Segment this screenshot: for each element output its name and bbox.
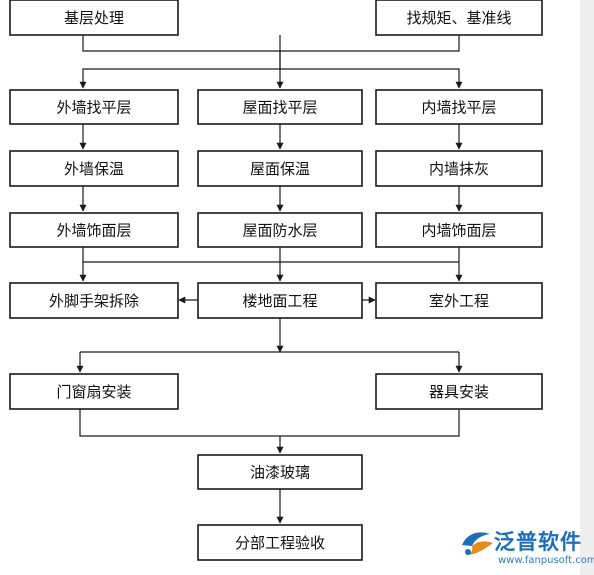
node-menchuang: 门窗扇安装 bbox=[9, 373, 179, 410]
node-box bbox=[197, 454, 363, 490]
node-label: 外脚手架拆除 bbox=[49, 292, 139, 310]
node-box bbox=[9, 373, 179, 410]
node-waiqiang-shimian: 外墙饰面层 bbox=[9, 212, 179, 248]
node-box bbox=[375, 89, 543, 125]
node-box bbox=[197, 89, 363, 125]
node-wumian-fangshui: 屋面防水层 bbox=[197, 212, 363, 248]
node-box bbox=[9, 212, 179, 248]
node-label: 分部工程验收 bbox=[235, 534, 325, 552]
node-neiqiang-mohui: 内墙抹灰 bbox=[375, 150, 543, 187]
fanpu-logo-icon bbox=[462, 532, 493, 555]
node-box bbox=[375, 150, 543, 187]
node-box bbox=[9, 282, 179, 319]
node-zhaogui: 找规矩、基准线 bbox=[375, 0, 543, 36]
node-label: 内墙抹灰 bbox=[429, 160, 489, 178]
node-label: 基层处理 bbox=[64, 9, 124, 27]
node-box bbox=[375, 212, 543, 248]
node-label: 外墙找平层 bbox=[56, 99, 131, 117]
node-label: 外墙饰面层 bbox=[56, 222, 131, 240]
node-qiju: 器具安装 bbox=[375, 373, 543, 410]
node-neiqiang-zhaoping: 内墙找平层 bbox=[375, 89, 543, 125]
node-box bbox=[9, 89, 179, 125]
connector-lines bbox=[76, 35, 470, 524]
node-shiwai: 室外工程 bbox=[375, 282, 543, 319]
node-youqi: 油漆玻璃 bbox=[197, 454, 363, 490]
node-wumian-baowen: 屋面保温 bbox=[197, 150, 363, 187]
scrollbar-track bbox=[580, 0, 594, 575]
watermark-url: www.fanpusoft.com bbox=[498, 555, 594, 566]
node-label: 楼地面工程 bbox=[242, 292, 317, 310]
node-wumian-zhaoping: 屋面找平层 bbox=[197, 89, 363, 125]
node-box bbox=[197, 150, 363, 187]
node-label: 器具安装 bbox=[429, 383, 489, 401]
node-jiceng: 基层处理 bbox=[9, 0, 179, 36]
node-box bbox=[375, 0, 543, 36]
node-label: 屋面防水层 bbox=[242, 222, 317, 240]
node-label: 找规矩、基准线 bbox=[406, 9, 511, 27]
node-box bbox=[197, 524, 363, 561]
watermark: 泛普软件 www.fanpusoft.com bbox=[458, 526, 594, 572]
node-waiqiang-baowen: 外墙保温 bbox=[9, 150, 179, 187]
node-label: 内墙找平层 bbox=[421, 99, 496, 117]
node-box bbox=[9, 0, 179, 36]
node-label: 油漆玻璃 bbox=[250, 464, 310, 482]
node-yanshou: 分部工程验收 bbox=[197, 524, 363, 561]
node-label: 内墙饰面层 bbox=[421, 222, 496, 240]
node-label: 屋面保温 bbox=[250, 160, 310, 178]
watermark-brand: 泛普软件 bbox=[494, 530, 582, 554]
node-waiqiang-zhaoping: 外墙找平层 bbox=[9, 89, 179, 125]
node-label: 屋面找平层 bbox=[242, 99, 317, 117]
node-neiqiang-shimian: 内墙饰面层 bbox=[375, 212, 543, 248]
node-box bbox=[197, 212, 363, 248]
node-label: 外墙保温 bbox=[64, 160, 124, 178]
node-box bbox=[375, 282, 543, 319]
node-label: 室外工程 bbox=[429, 292, 489, 310]
node-label: 门窗扇安装 bbox=[56, 383, 131, 401]
node-box bbox=[9, 150, 179, 187]
node-box bbox=[197, 282, 363, 319]
node-box bbox=[375, 373, 543, 410]
node-waijiaoshoujia: 外脚手架拆除 bbox=[9, 282, 179, 319]
node-loudimian: 楼地面工程 bbox=[197, 282, 363, 319]
